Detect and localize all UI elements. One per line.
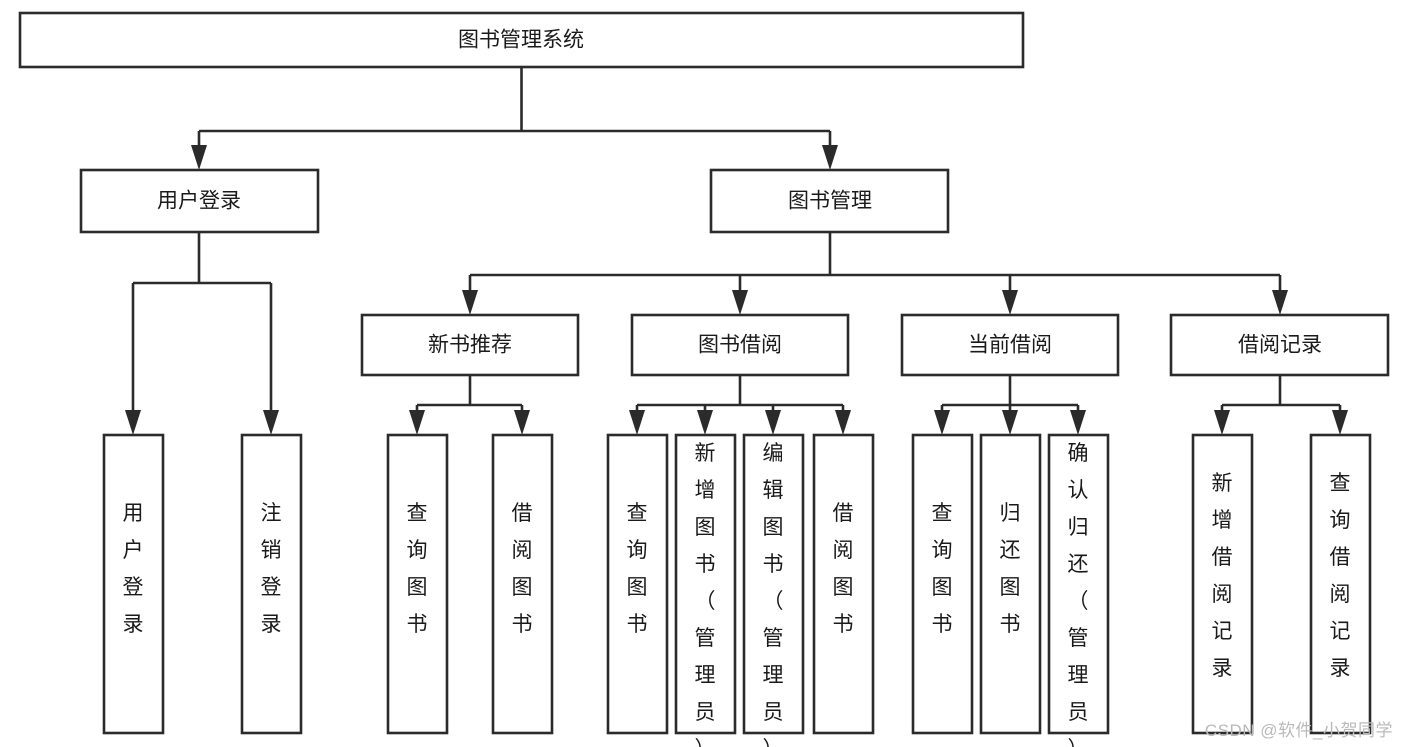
node-root-label: 图书管理系统 <box>458 29 584 52</box>
leaf-node-query-book-3-label: 查询图书 <box>932 502 953 636</box>
arrow-head-icon <box>1002 410 1018 435</box>
arrow-head-icon <box>191 145 207 170</box>
leaf-node-query-borrow-record[interactable]: 查询借阅记录 <box>1309 433 1372 735</box>
node-new-book-recommend-box[interactable] <box>360 313 580 377</box>
connector-group-root <box>191 67 838 170</box>
leaf-node-add-book-admin-box[interactable] <box>674 433 737 735</box>
leaf-node-add-book-admin[interactable]: 新增图书（管理员） <box>674 433 737 747</box>
node-user-login-label: 用户登录 <box>157 190 241 213</box>
leaf-node-edit-book-admin-box[interactable] <box>742 433 805 735</box>
leaf-node-user-login[interactable]: 用户登录 <box>102 433 165 735</box>
arrow-head-icon <box>835 410 851 435</box>
leaf-node-confirm-return-admin-label: 确认归还（管理员） <box>1068 442 1089 747</box>
leaf-node-borrow-book-1-label: 借阅图书 <box>512 502 533 636</box>
leaf-node-query-book-2-box[interactable] <box>606 433 669 735</box>
node-borrow-record[interactable]: 借阅记录 <box>1169 313 1390 377</box>
connector-group-new-book <box>409 375 530 435</box>
leaf-node-query-borrow-record-box[interactable] <box>1309 433 1372 735</box>
node-book-borrow-label: 图书借阅 <box>698 334 782 357</box>
node-current-borrow-label: 当前借阅 <box>968 334 1052 357</box>
leaf-node-add-book-admin-label: 新增图书（管理员） <box>695 442 716 747</box>
leaf-node-borrow-book-2-box[interactable] <box>812 433 875 735</box>
node-book-management-box[interactable] <box>709 168 950 234</box>
arrow-head-icon <box>263 410 279 435</box>
node-new-book-recommend[interactable]: 新书推荐 <box>360 313 580 377</box>
node-book-borrow[interactable]: 图书借阅 <box>630 313 850 377</box>
arrow-head-icon <box>697 410 713 435</box>
arrow-head-icon <box>409 410 425 435</box>
leaf-node-logout-label: 注销登录 <box>261 502 282 636</box>
node-current-borrow[interactable]: 当前借阅 <box>900 313 1120 377</box>
node-current-borrow-box[interactable] <box>900 313 1120 377</box>
node-new-book-recommend-label: 新书推荐 <box>428 334 512 357</box>
leaf-node-logout[interactable]: 注销登录 <box>240 433 303 735</box>
arrow-head-icon <box>462 290 478 315</box>
leaf-node-query-book-1[interactable]: 查询图书 <box>386 433 449 735</box>
leaf-node-query-book-3[interactable]: 查询图书 <box>911 433 974 735</box>
node-borrow-record-box[interactable] <box>1169 313 1390 377</box>
connector-group-current <box>934 375 1086 435</box>
node-user-login[interactable]: 用户登录 <box>79 168 320 234</box>
node-book-management-label: 图书管理 <box>788 190 872 213</box>
arrow-head-icon <box>1272 290 1288 315</box>
arrow-head-icon <box>1002 290 1018 315</box>
leaf-node-query-book-1-label: 查询图书 <box>407 502 428 636</box>
leaf-node-return-book-label: 归还图书 <box>1000 502 1021 636</box>
leaf-node-borrow-book-1[interactable]: 借阅图书 <box>491 433 554 735</box>
node-book-borrow-box[interactable] <box>630 313 850 377</box>
arrow-head-icon <box>1070 410 1086 435</box>
leaf-node-edit-book-admin-label: 编辑图书（管理员） <box>763 442 784 747</box>
arrow-head-icon <box>732 290 748 315</box>
leaf-node-return-book-box[interactable] <box>979 433 1042 735</box>
leaf-node-query-book-2[interactable]: 查询图书 <box>606 433 669 735</box>
arrow-head-icon <box>1214 410 1230 435</box>
leaf-node-user-login-box[interactable] <box>102 433 165 735</box>
arrow-head-icon <box>765 410 781 435</box>
arrow-head-icon <box>629 410 645 435</box>
leaf-node-edit-book-admin[interactable]: 编辑图书（管理员） <box>742 433 805 747</box>
leaf-node-query-book-1-box[interactable] <box>386 433 449 735</box>
leaf-node-add-borrow-record-box[interactable] <box>1191 433 1254 735</box>
leaf-node-borrow-book-2-label: 借阅图书 <box>833 502 854 636</box>
arrow-head-icon <box>125 410 141 435</box>
connector-group-record <box>1214 375 1348 435</box>
connector-group-user-login <box>125 232 279 435</box>
connector-group-book-mgmt <box>462 232 1288 315</box>
leaf-node-borrow-book-1-box[interactable] <box>491 433 554 735</box>
arrow-head-icon <box>514 410 530 435</box>
leaf-node-query-book-3-box[interactable] <box>911 433 974 735</box>
node-root-box[interactable] <box>18 11 1025 69</box>
leaf-node-add-borrow-record-label: 新增借阅记录 <box>1212 472 1233 680</box>
connector-group-borrow <box>629 375 851 435</box>
leaf-node-confirm-return-admin-box[interactable] <box>1047 433 1110 735</box>
arrow-head-icon <box>1332 410 1348 435</box>
node-user-login-box[interactable] <box>79 168 320 234</box>
leaf-node-query-borrow-record-label: 查询借阅记录 <box>1330 472 1351 680</box>
leaf-node-borrow-book-2[interactable]: 借阅图书 <box>812 433 875 735</box>
leaf-node-query-book-2-label: 查询图书 <box>627 502 648 636</box>
arrow-head-icon <box>822 145 838 170</box>
leaf-node-logout-box[interactable] <box>240 433 303 735</box>
leaf-node-user-login-label: 用户登录 <box>123 502 144 636</box>
node-borrow-record-label: 借阅记录 <box>1238 334 1322 357</box>
arrow-head-icon <box>934 410 950 435</box>
node-root[interactable]: 图书管理系统 <box>18 11 1025 69</box>
node-book-management[interactable]: 图书管理 <box>709 168 950 234</box>
leaf-node-add-borrow-record[interactable]: 新增借阅记录 <box>1191 433 1254 735</box>
leaf-node-return-book[interactable]: 归还图书 <box>979 433 1042 735</box>
leaf-node-confirm-return-admin[interactable]: 确认归还（管理员） <box>1047 433 1110 747</box>
watermark-text: CSDN @软件_小贺同学 <box>1204 721 1393 740</box>
